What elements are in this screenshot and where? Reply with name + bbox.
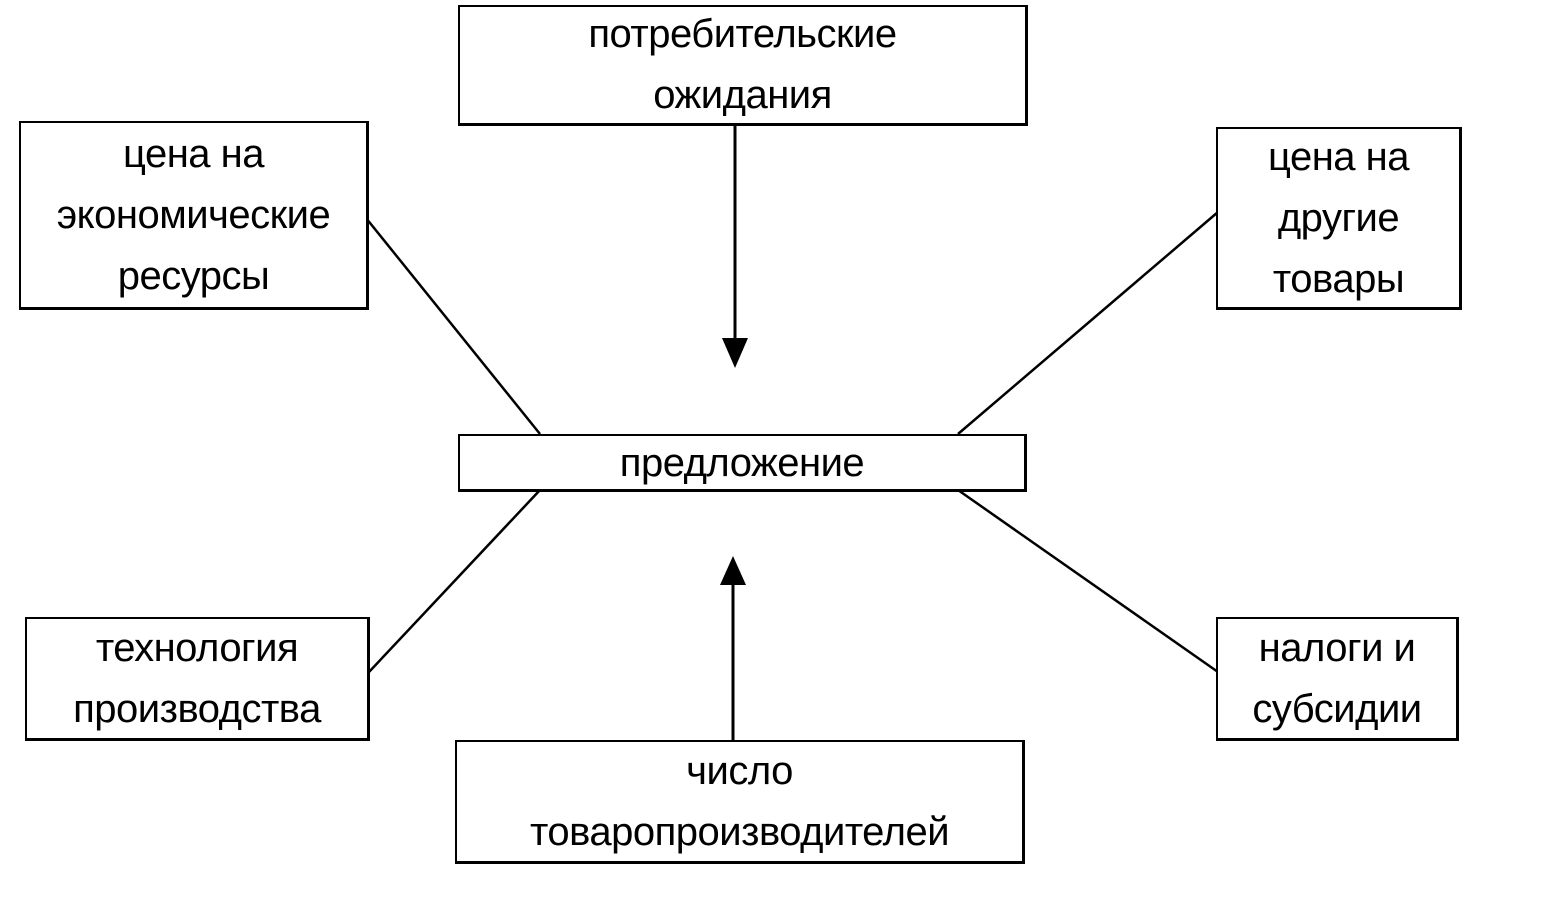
- node-taxes: налоги и субсидии: [1216, 617, 1459, 741]
- node-supply: предложение: [458, 434, 1027, 492]
- node-producers-line-2: товаропроизводителей: [529, 809, 950, 854]
- arrowhead-up-icon: [720, 556, 746, 585]
- node-technology: технология производства: [25, 617, 370, 741]
- node-technology-line-2: производства: [73, 686, 321, 731]
- node-other-goods-price-line-3: товары: [1272, 256, 1405, 301]
- node-other-goods-price-line-1: цена на: [1268, 134, 1410, 179]
- node-taxes-line-2: субсидии: [1252, 686, 1422, 731]
- link-taxes: [957, 488, 1219, 674]
- link-resource-price: [365, 217, 541, 435]
- node-expectations-line-2: ожидания: [653, 73, 832, 117]
- node-producers: число товаропроизводителей: [455, 740, 1025, 864]
- node-other-goods-price: цена на другие товары: [1216, 127, 1462, 310]
- link-other-goods-price: [957, 211, 1219, 435]
- node-resource-price-line-2: экономические: [56, 192, 331, 237]
- node-other-goods-price-line-2: другие: [1277, 195, 1400, 240]
- node-technology-line-1: технология: [95, 625, 299, 670]
- arrowhead-down-icon: [722, 338, 748, 368]
- node-supply-label: предложение: [619, 440, 865, 485]
- node-resource-price: цена на экономические ресурсы: [19, 121, 369, 310]
- node-taxes-line-1: налоги и: [1258, 625, 1416, 670]
- node-producers-line-1: число: [686, 748, 793, 793]
- link-technology: [368, 489, 541, 673]
- node-expectations: потребительские ожидания: [458, 5, 1028, 126]
- node-resource-price-line-3: ресурсы: [117, 253, 270, 298]
- node-expectations-line-1: потребительские: [588, 12, 897, 56]
- node-resource-price-line-1: цена на: [123, 131, 265, 176]
